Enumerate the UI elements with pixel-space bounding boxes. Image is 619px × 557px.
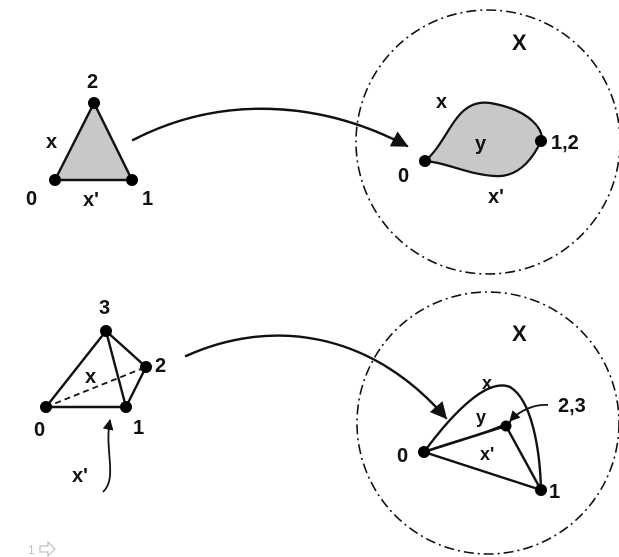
bottom-space-vertex-0 [418, 446, 430, 458]
bottom-space-callout-arrow [509, 404, 549, 422]
top-space-face-label-y: y [475, 133, 487, 155]
triangle-edge-label-x: x [46, 131, 57, 153]
page-number: 1 [28, 543, 35, 557]
top-space-label: X [512, 30, 527, 55]
arrow-right-icon[interactable] [39, 540, 56, 557]
tetra-edge-0-2-hidden [45, 366, 147, 408]
tetra-edge-3-2 [104, 329, 148, 369]
top-space-edge-label-x-prime: x' [488, 186, 504, 208]
tetra-vertex-label-3: 3 [99, 297, 110, 319]
triangle-edge-label-x-prime: x' [83, 189, 99, 211]
bottom-map-arrow [184, 334, 448, 420]
tetra-callout-arrow [102, 418, 114, 493]
bottom-space-edge-label-x-prime: x' [480, 444, 494, 464]
tetra-vertex-1 [120, 401, 132, 413]
top-space-vertex-label-12: 1,2 [551, 132, 579, 154]
tetra-vertex-2 [140, 361, 152, 373]
bottom-space-boundary [356, 291, 619, 555]
bottom-tetrahedron: 3 2 0 1 x x' [34, 297, 166, 493]
bottom-space-vertex-label-0: 0 [397, 445, 408, 467]
top-triangle: 2 0 1 x x' [26, 71, 153, 211]
bottom-space-edge-23-1 [504, 424, 543, 492]
triangle-vertex-label-2: 2 [87, 71, 98, 93]
top-space: X y x x' 0 1,2 [355, 9, 619, 275]
bottom-space-arc-x [422, 384, 543, 492]
bottom-space-edge-label-x: x [482, 373, 492, 393]
triangle-vertex-label-0: 0 [26, 188, 37, 210]
triangle-vertex-2 [88, 97, 100, 109]
top-space-vertex-0 [419, 155, 431, 167]
top-map-arrow [131, 107, 409, 148]
bottom-space-vertex-label-1: 1 [549, 481, 560, 503]
bottom-space: X x y x' 0 1 2,3 [356, 291, 619, 555]
top-space-boundary [355, 9, 619, 275]
bottom-space-label: X [512, 321, 527, 346]
bottom-space-vertex-label-23: 2,3 [558, 395, 586, 417]
triangle-vertex-1 [126, 174, 138, 186]
tetra-edge-3-1 [104, 329, 128, 409]
triangle-face [53, 101, 134, 182]
tetra-vertex-label-1: 1 [133, 417, 144, 439]
top-space-vertex-label-0: 0 [398, 165, 409, 187]
tetra-vertex-0 [40, 401, 52, 413]
top-space-edge-label-x: x [436, 91, 447, 113]
tetra-edge-0-3 [44, 329, 108, 409]
tetra-vertex-label-0: 0 [34, 419, 45, 441]
bottom-space-vertex-23 [500, 420, 512, 432]
bottom-space-edge-x-prime [422, 424, 508, 454]
bottom-space-vertex-1 [535, 484, 547, 496]
tetra-vertex-3 [100, 325, 112, 337]
triangle-vertex-label-1: 1 [142, 188, 153, 210]
footer: 1 [28, 540, 56, 557]
tetra-vertex-label-2: 2 [155, 355, 166, 377]
bottom-space-edge-0-1 [422, 450, 543, 492]
triangle-vertex-0 [49, 174, 61, 186]
tetra-edge-2-1 [124, 365, 148, 409]
tetra-face-label-x: x [85, 366, 96, 388]
top-space-vertex-12 [535, 135, 547, 147]
bottom-space-edge-label-y: y [476, 407, 486, 427]
tetra-callout-label-x-prime: x' [72, 465, 88, 487]
